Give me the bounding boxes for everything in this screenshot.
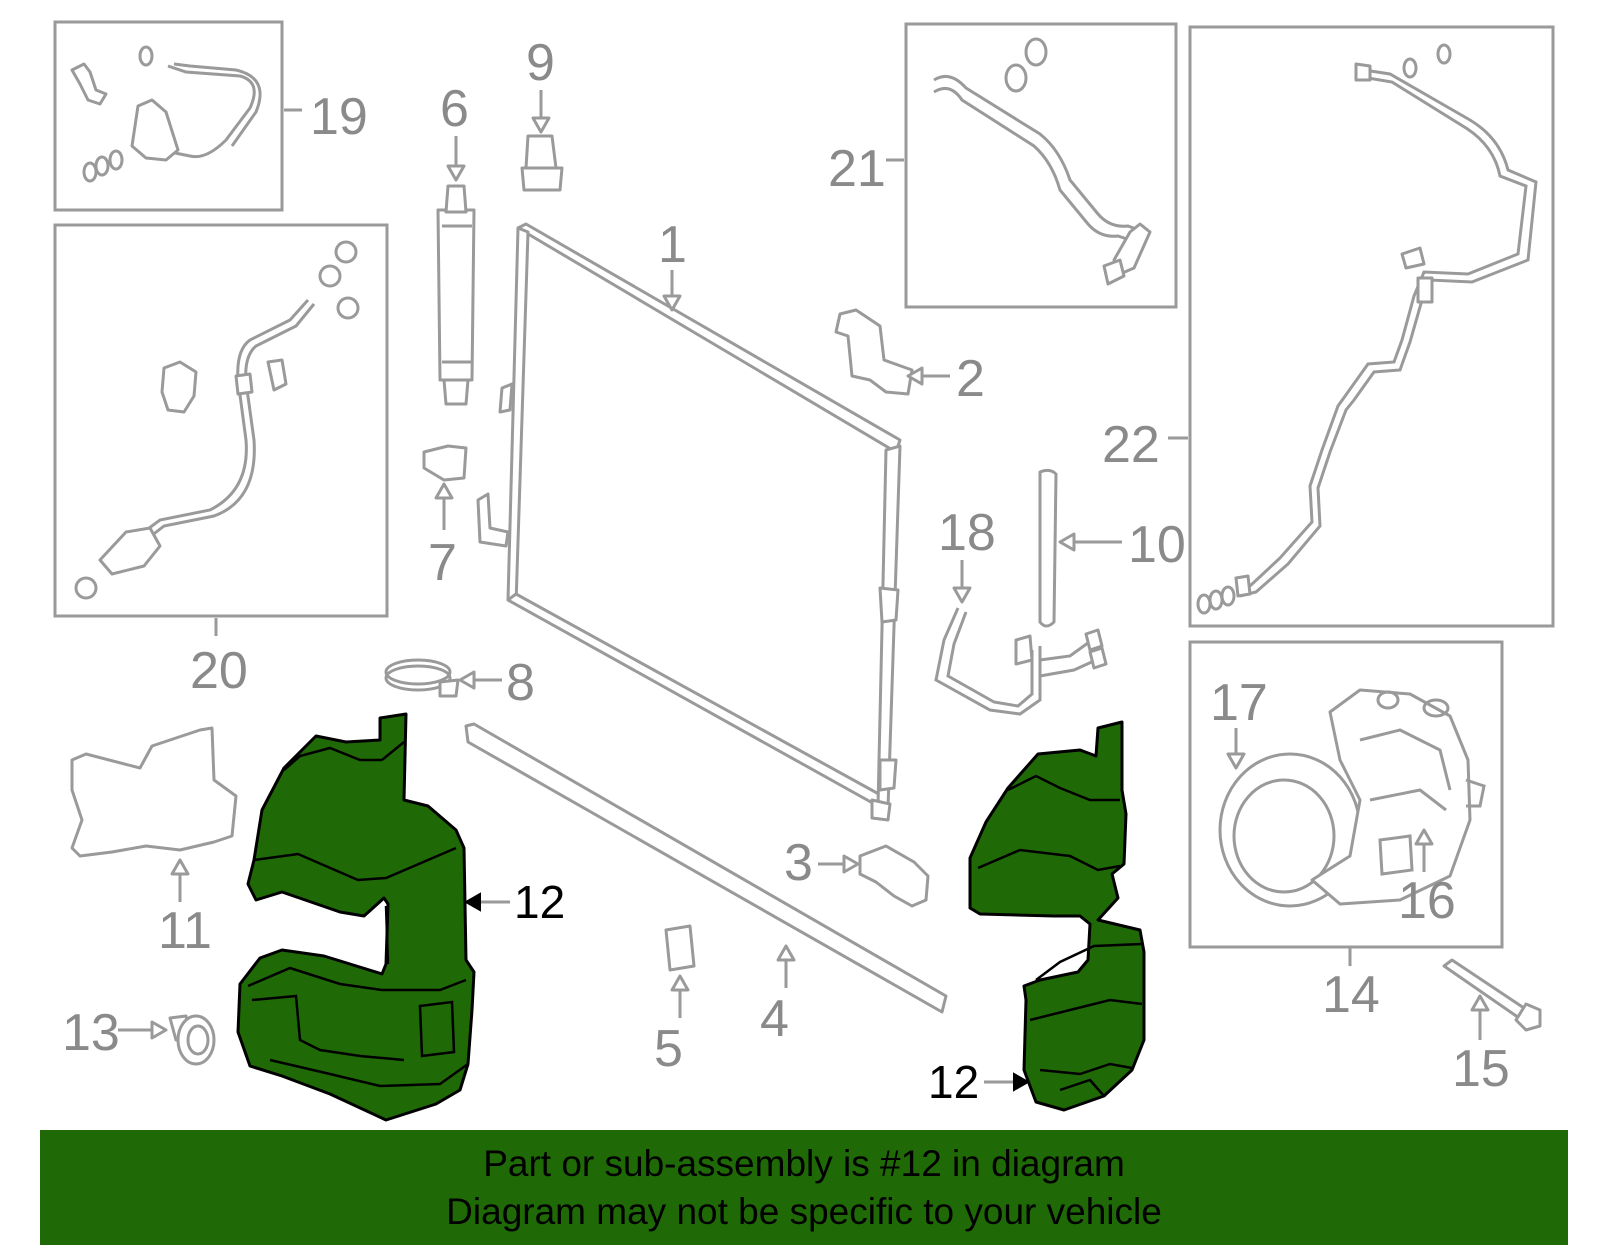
arrow-16 <box>1414 828 1434 846</box>
banner-line-1: Part or sub-assembly is #12 in diagram <box>483 1143 1125 1184</box>
callout-3: 3 <box>784 834 813 892</box>
callout-21: 21 <box>828 140 886 198</box>
part-13-clip <box>168 1014 216 1066</box>
part-7-bracket <box>422 444 468 482</box>
callout-4: 4 <box>760 990 789 1048</box>
inset-box-20 <box>53 223 389 636</box>
arrow-7 <box>434 482 454 500</box>
callout-16: 16 <box>1398 872 1456 930</box>
part-5-grommet <box>664 924 696 972</box>
arrow-1 <box>662 294 682 312</box>
part-18-pipe-assembly <box>934 607 1108 716</box>
part-3-bracket <box>858 844 930 908</box>
part-4-seal-strip <box>464 722 948 1014</box>
callout-22: 22 <box>1102 416 1160 474</box>
arrow-18 <box>952 586 972 604</box>
callout-6: 6 <box>440 80 469 138</box>
callout-10: 10 <box>1128 516 1186 574</box>
arrow-10 <box>1058 532 1076 552</box>
callout-7: 7 <box>428 534 457 592</box>
part-12-air-deflector-left <box>236 712 476 1122</box>
arrow-15 <box>1470 994 1490 1012</box>
inset-box-22 <box>1168 25 1555 628</box>
inset-box-21 <box>886 22 1178 309</box>
callout-20: 20 <box>190 642 248 700</box>
part-10-seal <box>1038 468 1058 628</box>
arrow-8 <box>458 670 476 690</box>
arrow-9 <box>531 116 551 134</box>
callout-5: 5 <box>654 1020 683 1078</box>
part-6-receiver-drier <box>436 184 476 406</box>
arrow-6 <box>446 164 466 182</box>
part-12-air-deflector-right <box>968 720 1146 1112</box>
callout-2: 2 <box>956 350 985 408</box>
arrow-17 <box>1226 752 1246 770</box>
arrow-2 <box>906 366 924 386</box>
callout-14: 14 <box>1322 966 1380 1024</box>
part-9-pressure-switch <box>520 134 564 192</box>
callout-1: 1 <box>658 216 687 274</box>
arrow-4 <box>776 944 796 962</box>
info-banner: Part or sub-assembly is #12 in diagram D… <box>40 1130 1568 1245</box>
callout-19: 19 <box>310 88 368 146</box>
arrow-13 <box>150 1020 168 1040</box>
part-8-clamp <box>384 658 460 698</box>
arrow-5 <box>670 974 690 992</box>
arrow-3 <box>842 854 860 874</box>
arrow-12-left <box>463 892 481 912</box>
part-2-bracket <box>834 308 914 396</box>
callout-17: 17 <box>1210 674 1268 732</box>
part-1-condenser <box>476 222 902 822</box>
inset-box-19 <box>53 20 302 212</box>
arrow-12-right <box>1013 1072 1031 1092</box>
callout-11: 11 <box>158 902 212 960</box>
callout-8: 8 <box>506 654 535 712</box>
part-11-air-guide <box>70 726 238 858</box>
part-15-bolt <box>1442 958 1542 1032</box>
callout-12-right: 12 <box>928 1056 979 1108</box>
callout-9: 9 <box>526 34 555 92</box>
arrow-11 <box>170 858 190 876</box>
callout-18: 18 <box>938 504 996 562</box>
inset-box-14 <box>1188 640 1504 949</box>
banner-line-2: Diagram may not be specific to your vehi… <box>446 1191 1162 1232</box>
callout-12-left: 12 <box>514 876 565 928</box>
callout-13: 13 <box>62 1004 120 1062</box>
callout-15: 15 <box>1452 1040 1510 1098</box>
